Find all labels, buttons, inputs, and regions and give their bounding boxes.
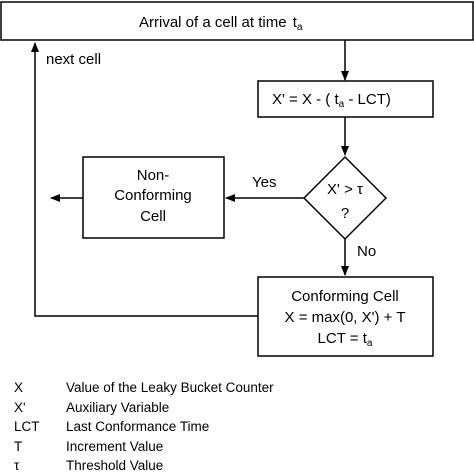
legend-description: Increment Value xyxy=(66,438,164,454)
arrival-header-box xyxy=(0,1,474,41)
legend-symbol: τ xyxy=(14,458,20,474)
legend-row: τ Threshold Value xyxy=(14,456,464,476)
legend-row: LCT Last Conformance Time xyxy=(14,417,464,437)
nonconforming-line2: Conforming xyxy=(114,187,192,204)
legend-symbol: LCT xyxy=(14,419,40,435)
no-label: No xyxy=(357,243,376,260)
conforming-line1: Conforming Cell xyxy=(291,288,399,305)
next-cell-label: next cell xyxy=(46,51,101,68)
legend: X Value of the Leaky Bucket Counter X' A… xyxy=(14,378,464,476)
conforming-line2: X = max(0, X') + T xyxy=(285,309,406,326)
conforming-box xyxy=(257,276,434,357)
arrival-header-text: Arrival of a cell at time ta xyxy=(139,14,303,33)
conforming-line3: LCT = ta xyxy=(318,330,373,349)
nonconforming-line3: Cell xyxy=(140,208,166,225)
legend-symbol: X' xyxy=(14,399,26,415)
update-formula: X' = X - ( ta - LCT) xyxy=(272,91,391,110)
flowchart: Arrival of a cell at time ta X' = X - ( … xyxy=(0,1,474,357)
nonconforming-box xyxy=(82,156,225,239)
legend-symbol: X xyxy=(14,380,24,396)
decision-question: ? xyxy=(341,205,349,222)
update-box xyxy=(257,80,434,118)
legend-symbol: T xyxy=(14,438,23,454)
legend-description: Threshold Value xyxy=(66,458,164,474)
legend-description: Value of the Leaky Bucket Counter xyxy=(66,380,274,396)
legend-row: X' Auxiliary Variable xyxy=(14,398,464,418)
decision-diamond xyxy=(302,155,388,241)
legend-description: Auxiliary Variable xyxy=(66,399,170,415)
legend-row: X Value of the Leaky Bucket Counter xyxy=(14,378,464,398)
yes-label: Yes xyxy=(252,174,276,191)
loop-back-line xyxy=(31,42,258,317)
legend-description: Last Conformance Time xyxy=(66,419,210,435)
legend-row: T Increment Value xyxy=(14,437,464,457)
nonconforming-line1: Non- xyxy=(137,167,170,184)
decision-condition: X' > τ xyxy=(327,181,363,198)
